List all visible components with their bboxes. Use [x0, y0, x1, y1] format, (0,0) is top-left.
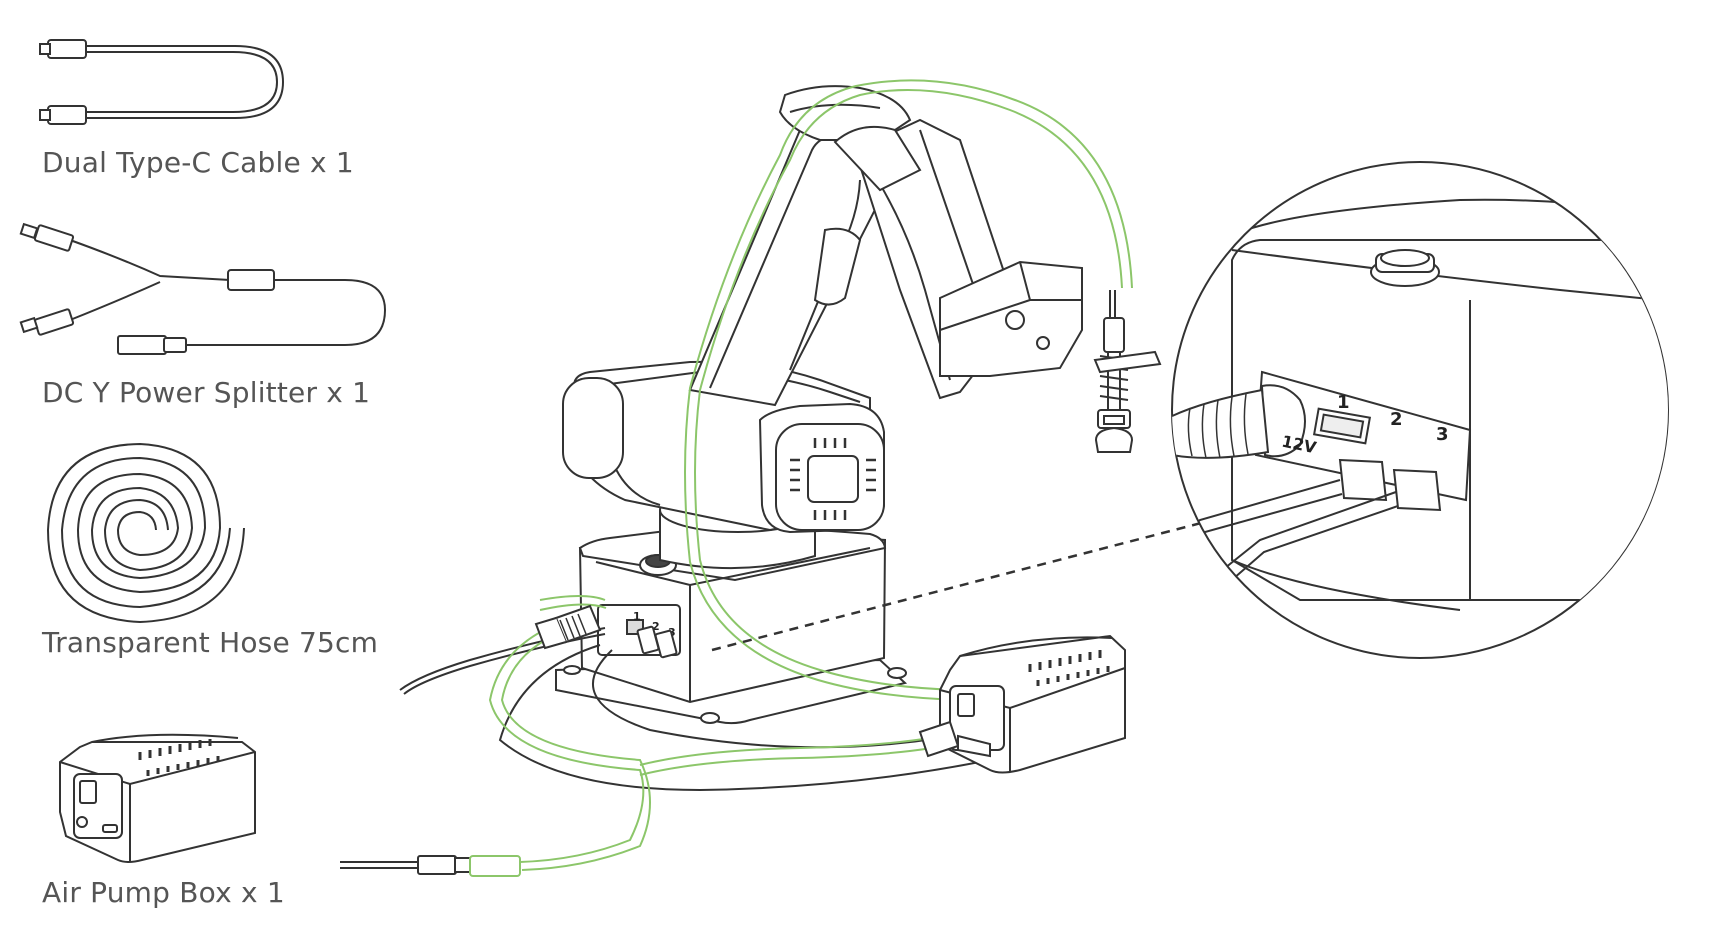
label-air-pump-box: Air Pump Box x 1 [42, 876, 285, 909]
label-dual-type-c-cable: Dual Type-C Cable x 1 [42, 146, 354, 179]
dc-y-splitter-icon [19, 222, 387, 355]
zoom-port-2: 2 [1390, 409, 1403, 430]
zoom-detail: 1 2 3 12V [1171, 161, 1669, 659]
label-transparent-hose: Transparent Hose 75cm [42, 626, 379, 659]
air-pump-box [918, 634, 1126, 774]
air-pump-box-icon [59, 733, 256, 863]
end-effector [939, 260, 1162, 453]
zoom-port-1: 1 [1337, 392, 1350, 413]
hose-coil-icon [46, 442, 245, 624]
label-dc-y-power-splitter: DC Y Power Splitter x 1 [42, 376, 371, 409]
base-connectors [534, 604, 678, 659]
base-port-2: 2 [652, 620, 660, 633]
base-port-1: 1 [633, 610, 641, 623]
air-hose [469, 79, 1133, 877]
zoom-port-3: 3 [1436, 424, 1449, 445]
type-c-cable-icon [39, 39, 285, 125]
robot-shoulder [562, 360, 885, 534]
zoom-leader-line [711, 520, 1206, 652]
